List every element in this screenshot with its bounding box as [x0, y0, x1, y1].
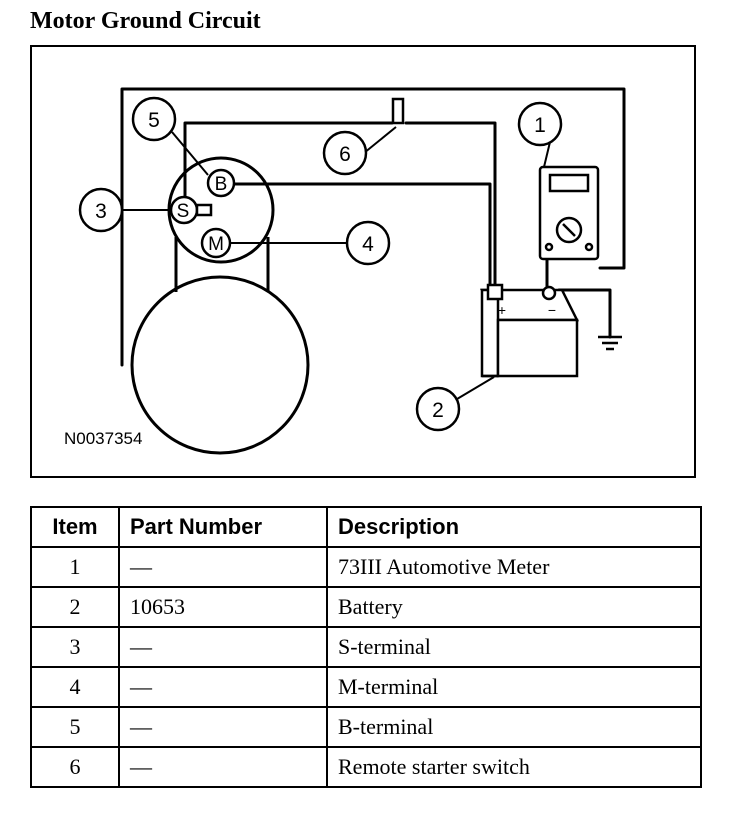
callout-6-circle — [322, 130, 368, 176]
automotive-meter — [538, 165, 600, 261]
motor-body — [130, 275, 310, 455]
b-terminal-wire — [232, 182, 492, 289]
header-description: Description — [326, 506, 702, 548]
motor-mount — [174, 237, 270, 292]
callout-1-circle — [517, 101, 563, 147]
callout-3-label: 3 — [95, 200, 107, 223]
battery-plus-label: + — [498, 302, 506, 318]
callout-6-label: 6 — [339, 143, 351, 166]
callout-2-label: 2 — [432, 399, 444, 422]
battery-positive-post — [486, 283, 504, 301]
cell-part-number: — — [118, 706, 328, 748]
table-row: 3 — S-terminal — [30, 626, 702, 668]
header-item: Item — [30, 506, 120, 548]
b-terminal — [206, 168, 236, 198]
cell-part-number: — — [118, 546, 328, 588]
cell-item: 5 — [30, 706, 120, 748]
table-row: 6 — Remote starter switch — [30, 746, 702, 788]
table-row: 4 — M-terminal — [30, 666, 702, 708]
meter-dial — [555, 216, 583, 244]
callout-5-circle — [131, 96, 177, 142]
cell-description: B-terminal — [326, 706, 702, 748]
table-header-row: Item Part Number Description — [30, 506, 702, 548]
meter-display — [548, 173, 590, 193]
starter-switch-wire — [183, 121, 497, 289]
cell-description: Remote starter switch — [326, 746, 702, 788]
cell-part-number: — — [118, 626, 328, 668]
ground-wire — [557, 288, 612, 339]
header-part-number: Part Number — [118, 506, 328, 548]
cell-part-number: — — [118, 746, 328, 788]
battery-minus-label: − — [548, 302, 556, 318]
cell-description: 73III Automotive Meter — [326, 546, 702, 588]
battery-negative-post — [541, 285, 557, 301]
table-row: 1 — 73III Automotive Meter — [30, 546, 702, 588]
callout-leaders — [122, 126, 551, 403]
battery — [479, 283, 580, 378]
cell-item: 2 — [30, 586, 120, 628]
callout-3-circle — [78, 187, 124, 233]
s-terminal-stud — [195, 203, 213, 217]
callout-4-label: 4 — [362, 233, 374, 256]
remote-starter-switch — [391, 97, 405, 125]
page-title: Motor Ground Circuit — [30, 8, 261, 34]
starter-motor — [130, 156, 310, 455]
s-terminal-label: S — [177, 201, 190, 222]
callout-1-label: 1 — [534, 114, 546, 137]
circuit-diagram-svg: + − B S M — [78, 87, 626, 455]
cell-part-number: 10653 — [118, 586, 328, 628]
table-row: 2 10653 Battery — [30, 586, 702, 628]
cell-part-number: — — [118, 666, 328, 708]
cell-description: Battery — [326, 586, 702, 628]
callout-2-circle — [415, 386, 461, 432]
callout-4-circle — [345, 220, 391, 266]
ground-symbol — [598, 335, 622, 351]
cell-item: 6 — [30, 746, 120, 788]
battery-body — [496, 318, 579, 378]
b-terminal-label: B — [215, 174, 228, 195]
figure-id: N0037354 — [64, 429, 143, 448]
cell-description: S-terminal — [326, 626, 702, 668]
battery-front — [480, 288, 500, 378]
circuit-diagram: + − B S M — [30, 45, 696, 478]
m-terminal — [200, 227, 232, 259]
cell-item: 1 — [30, 546, 120, 588]
m-terminal-label: M — [208, 234, 224, 255]
cell-item: 3 — [30, 626, 120, 668]
cell-description: M-terminal — [326, 666, 702, 708]
ground-loop-wire — [120, 87, 626, 367]
cell-item: 4 — [30, 666, 120, 708]
table-row: 5 — B-terminal — [30, 706, 702, 748]
parts-table: Item Part Number Description 1 — 73III A… — [30, 506, 702, 788]
callout-5-label: 5 — [148, 109, 160, 132]
